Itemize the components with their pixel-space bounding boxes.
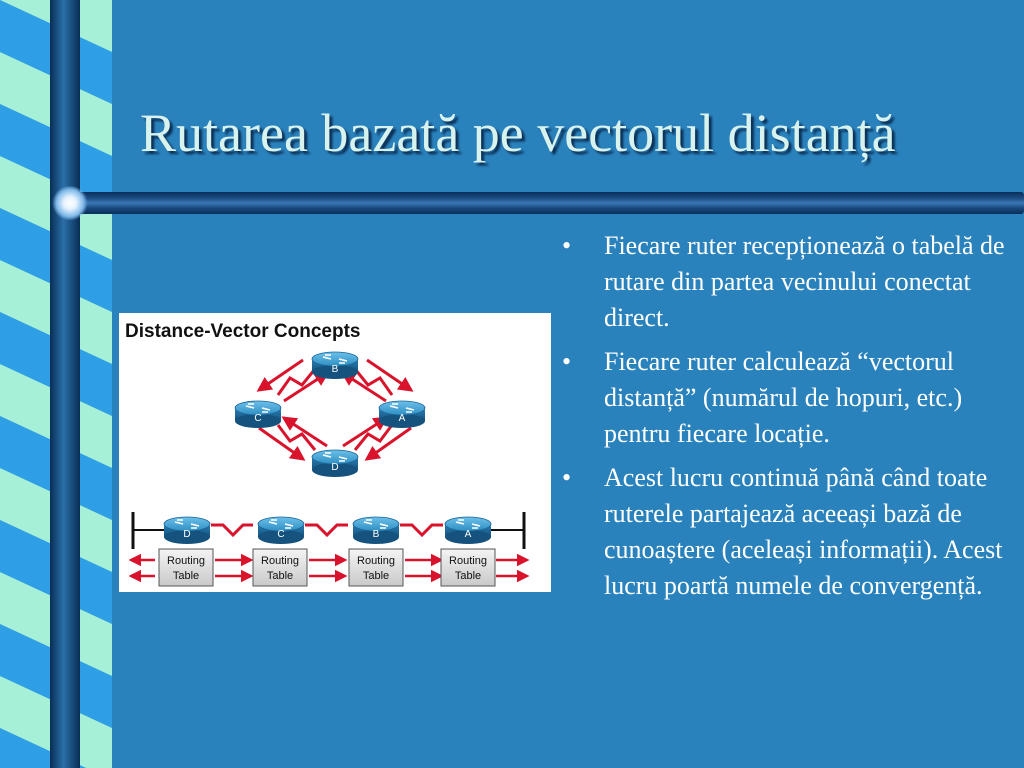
bullet-text: Fiecare ruter recepționează o tabelă de … — [604, 231, 1005, 332]
router-label: D — [331, 462, 338, 473]
routing-table-label-line1: Routing — [449, 555, 487, 567]
ring-links — [276, 368, 394, 451]
routing-table-label-line2: Table — [173, 570, 199, 582]
router-label: B — [332, 364, 339, 375]
routing-table-label-line2: Table — [267, 570, 293, 582]
routing-table-c: Routing Table — [252, 548, 308, 587]
bullet-text: Acest lucru continuă până când toate rut… — [604, 463, 1003, 600]
router-b: B — [311, 351, 359, 379]
router-a: A — [378, 400, 426, 428]
routing-table-label-line1: Routing — [167, 555, 205, 567]
router-label: A — [399, 413, 406, 424]
rule-glow-knob — [52, 186, 88, 220]
arrow-a-to-d — [364, 426, 412, 461]
chain-router-d: D — [163, 516, 211, 544]
link-b-c — [276, 368, 317, 396]
slide-title: Rutarea bazată pe vectorul distanță — [140, 103, 896, 163]
router-label: D — [183, 529, 190, 540]
link-c-d — [276, 424, 317, 451]
router-label: C — [277, 529, 284, 540]
chain-router-b: B — [352, 516, 400, 544]
decorative-ribbon-band — [0, 0, 112, 768]
router-d: D — [311, 449, 359, 477]
bullet-item: • Acest lucru continuă până când toate r… — [562, 460, 1012, 604]
bullet-marker: • — [562, 463, 572, 492]
link-b-a — [353, 368, 394, 396]
arrow-b-to-c — [256, 358, 304, 392]
bullet-text: Fiecare ruter calculează “vectorul dista… — [604, 347, 963, 448]
chain-router-a: A — [444, 516, 492, 544]
chain-router-c: C — [257, 516, 305, 544]
chain-link-b-a — [400, 523, 443, 538]
diagram-title: Distance-Vector Concepts — [125, 321, 360, 342]
chain-link-c-b — [305, 523, 348, 538]
router-label: A — [465, 529, 472, 540]
bullet-item: • Fiecare ruter recepționează o tabelă d… — [562, 228, 1012, 336]
arrow-a-to-b — [340, 371, 387, 403]
arrow-d-to-c — [281, 416, 328, 448]
table-arrows — [128, 553, 530, 583]
routing-table-label-line1: Routing — [261, 555, 299, 567]
routing-table-b: Routing Table — [348, 548, 404, 587]
routing-table-label-line2: Table — [363, 570, 389, 582]
arrow-b-to-a — [366, 358, 414, 392]
bullet-marker: • — [562, 347, 572, 376]
routing-table-label-line2: Table — [455, 570, 481, 582]
chain-link-d-c — [211, 523, 253, 538]
title-underline-rule — [52, 186, 1024, 220]
routing-table-a: Routing Table — [440, 548, 496, 587]
link-a-d — [353, 424, 394, 451]
router-label: B — [373, 529, 380, 540]
arrow-d-to-a — [342, 416, 389, 448]
ring-arrows — [256, 358, 414, 461]
distance-vector-diagram: Distance-Vector Concepts B — [119, 313, 551, 592]
router-c: C — [234, 400, 282, 428]
diagram-canvas: Distance-Vector Concepts B — [125, 321, 530, 587]
router-label: C — [254, 413, 261, 424]
chain-links — [131, 512, 526, 549]
arrow-c-to-d — [258, 426, 306, 461]
routing-table-label-line1: Routing — [357, 555, 395, 567]
rule-bar — [60, 192, 1024, 214]
bullet-item: • Fiecare ruter calculează “vectorul dis… — [562, 344, 1012, 452]
bullet-list: • Fiecare ruter recepționează o tabelă d… — [562, 228, 1012, 612]
arrow-c-to-b — [283, 371, 330, 403]
routing-table-d: Routing Table — [158, 548, 214, 587]
bullet-marker: • — [562, 231, 572, 260]
